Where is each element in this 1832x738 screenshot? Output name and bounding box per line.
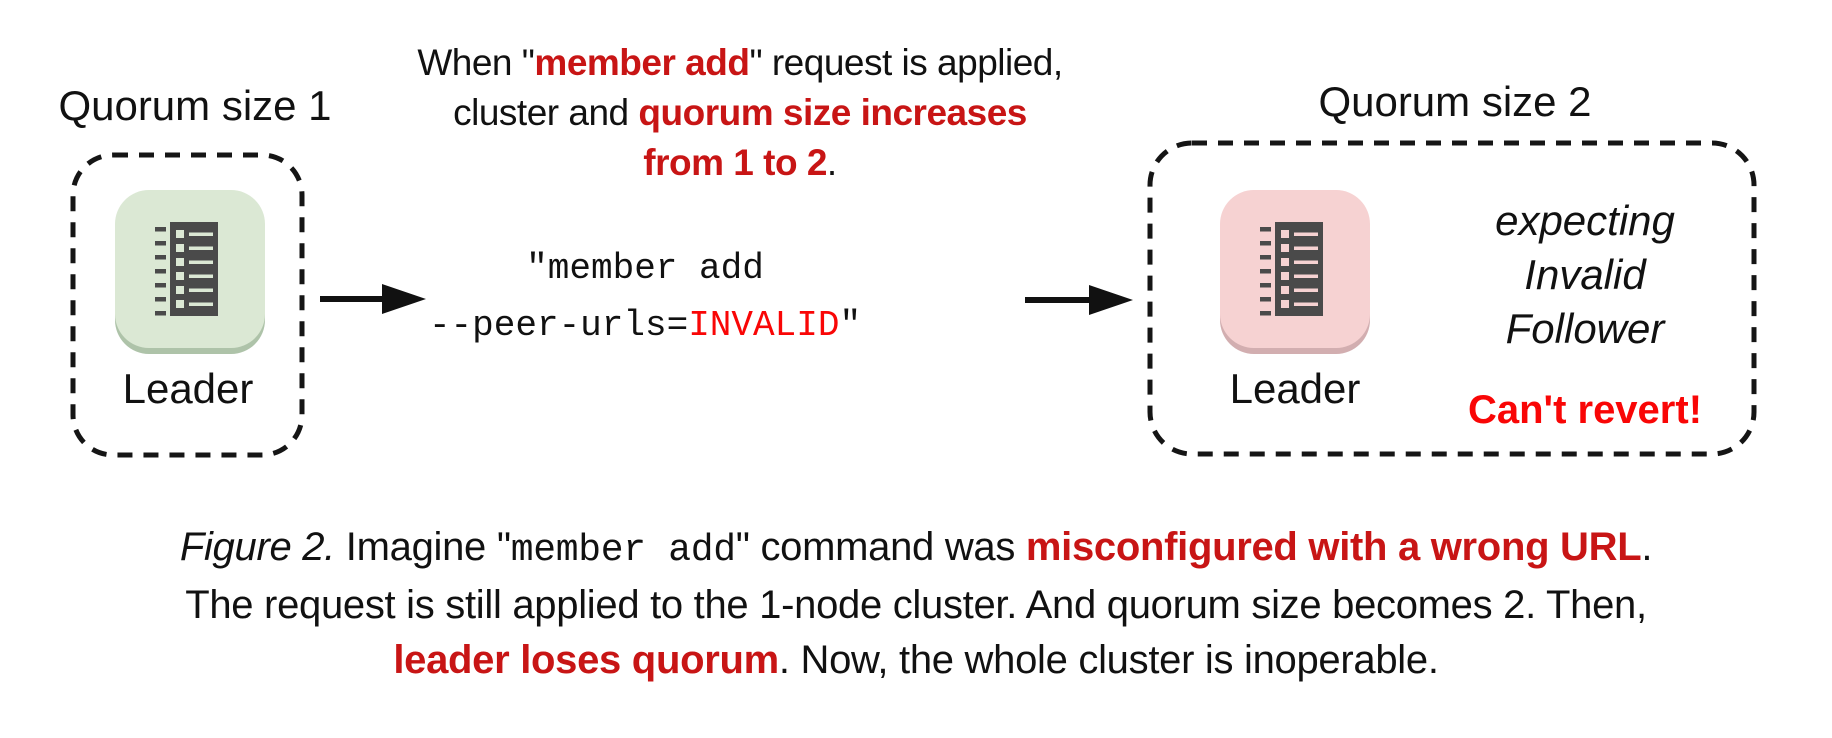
raft-log-icon xyxy=(1260,222,1323,316)
raft-log-icon xyxy=(155,222,218,316)
right-leader-label: Leader xyxy=(1229,365,1361,412)
leader-node-green xyxy=(115,190,265,348)
arrow-right-icon-1 xyxy=(320,284,426,314)
arrow-right-icon-2 xyxy=(1025,285,1133,315)
command-line1: "member add xyxy=(526,248,764,289)
left-leader-label: Leader xyxy=(122,365,254,412)
expecting-line: expecting xyxy=(1495,197,1675,244)
cant-revert-warning: Can't revert! xyxy=(1467,388,1703,432)
center-note-line2: cluster and quorum size increases xyxy=(453,92,1027,133)
leader-node-pink xyxy=(1220,190,1370,348)
center-note-line1: When "member add" request is applied, xyxy=(417,42,1063,83)
expecting-line: Follower xyxy=(1505,305,1665,352)
center-note-line3: from 1 to 2. xyxy=(643,142,837,183)
caption-line1: Figure 2. Imagine "member add" command w… xyxy=(179,525,1653,572)
right-cluster-title: Quorum size 2 xyxy=(1318,78,1592,125)
figure-caption: Figure 2. Imagine "member add" command w… xyxy=(0,520,1832,688)
expecting-line: Invalid xyxy=(1524,251,1646,298)
left-cluster-title: Quorum size 1 xyxy=(58,82,332,129)
expecting-invalid-follower-note: expecting Invalid Follower xyxy=(1400,194,1770,356)
center-note: When "member add" request is applied, cl… xyxy=(390,38,1090,188)
command-line2: --peer-urls=INVALID" xyxy=(428,305,862,346)
caption-line2: The request is still applied to the 1-no… xyxy=(185,583,1647,627)
member-add-command: "member add --peer-urls=INVALID" xyxy=(385,240,905,354)
caption-line3: leader loses quorum. Now, the whole clus… xyxy=(393,638,1439,682)
